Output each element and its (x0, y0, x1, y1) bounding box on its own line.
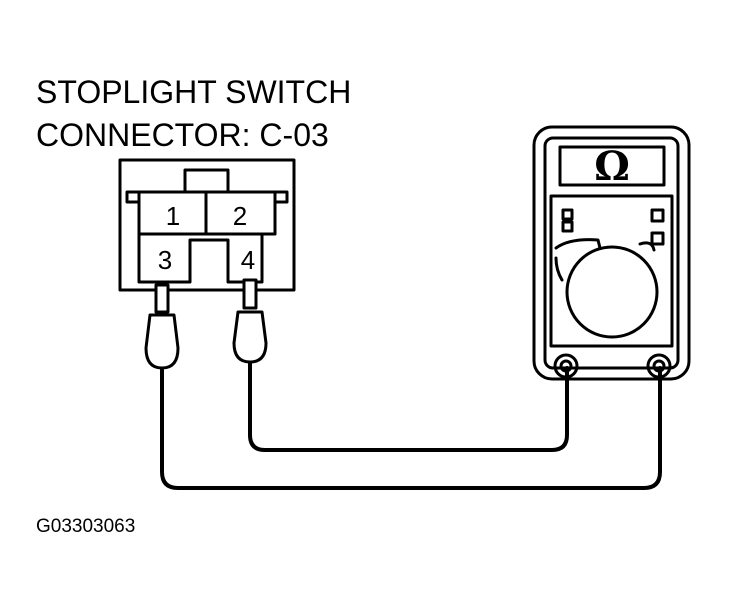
title-line-2: CONNECTOR: C-03 (36, 117, 329, 153)
pin-4-label: 4 (241, 245, 255, 275)
probe-wire-pin4 (248, 360, 569, 452)
meter-jack-left-icon (553, 353, 579, 379)
meter-jack-right-icon (646, 353, 672, 379)
pin-3-label: 3 (158, 245, 172, 275)
figure-code: G03303063 (36, 516, 135, 537)
stoplight-switch-connector: 1 2 3 4 (118, 158, 296, 292)
ohmmeter: Ω (532, 125, 691, 381)
probe-wire-pin3 (160, 366, 662, 490)
pin-1-label: 1 (166, 201, 180, 231)
rotary-dial-icon (565, 245, 659, 339)
meter-button-icon (561, 220, 574, 233)
meter-button-icon (650, 231, 665, 246)
meter-button-icon (650, 208, 665, 223)
meter-button-icon (561, 208, 574, 221)
test-probe-pin3 (144, 283, 180, 370)
pin-2-label: 2 (233, 201, 247, 231)
test-probe-pin4 (232, 278, 268, 364)
meter-display (558, 145, 666, 187)
title-line-1: STOPLIGHT SWITCH (36, 74, 351, 110)
ohm-symbol-icon: Ω (594, 143, 630, 190)
